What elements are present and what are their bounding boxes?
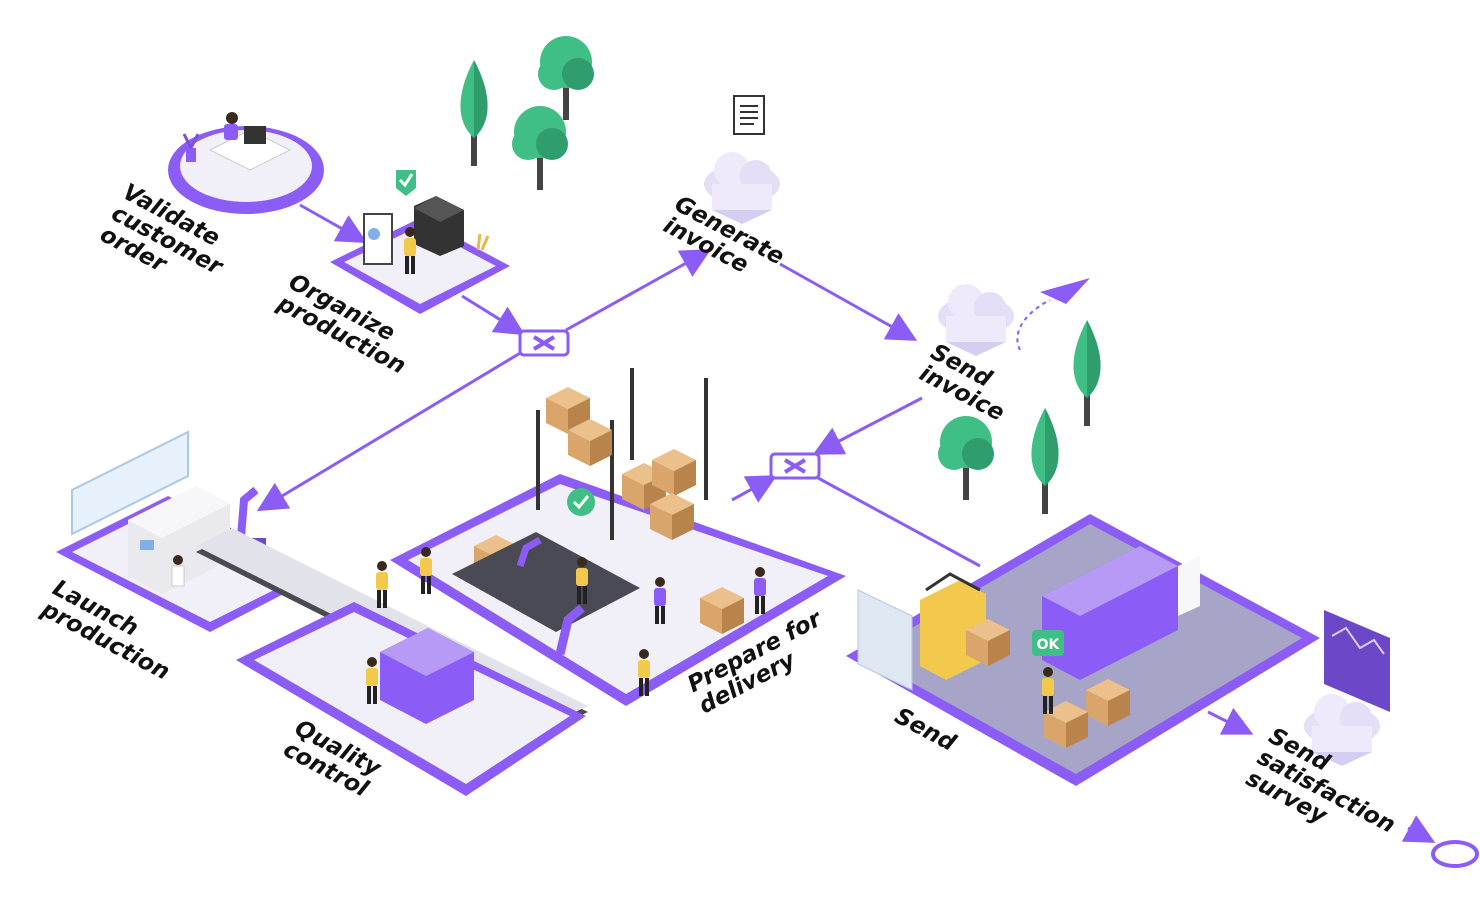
ok-badge-text: OK xyxy=(1037,637,1061,653)
generate-invoice-cloud xyxy=(704,95,780,224)
paper-plane-icon xyxy=(1040,278,1090,304)
connector-prepare-to-gateway xyxy=(731,475,778,503)
connector-gateway-to-invoice xyxy=(565,249,712,332)
prepare-delivery-platform xyxy=(376,368,846,706)
connector-send-to-survey xyxy=(1207,707,1254,735)
connector-invoice-to-send-invoice xyxy=(779,262,918,341)
connector-gateway-to-send xyxy=(817,476,981,568)
organize-production-platform xyxy=(330,170,510,314)
connector-gateway-to-launch xyxy=(256,350,523,512)
connector-send-invoice-to-gateway xyxy=(812,396,923,455)
quality-control-platform xyxy=(236,602,586,796)
validate-order-platform xyxy=(168,112,324,214)
send-invoice-cloud xyxy=(938,278,1090,356)
ok-badge xyxy=(1032,630,1064,656)
send-platform: OK xyxy=(846,514,1320,786)
end-event xyxy=(1431,840,1479,868)
launch-production-platform xyxy=(56,430,322,632)
connector-organize-to-gateway xyxy=(461,294,526,336)
gateway-after-organize xyxy=(518,329,570,357)
flow-connectors xyxy=(256,203,1436,843)
connector-validate-to-organize xyxy=(299,203,368,243)
gateway-before-send xyxy=(769,452,821,480)
survey-dashboard xyxy=(1304,610,1390,766)
trees xyxy=(460,36,1101,514)
connector-survey-to-end xyxy=(1401,815,1436,843)
